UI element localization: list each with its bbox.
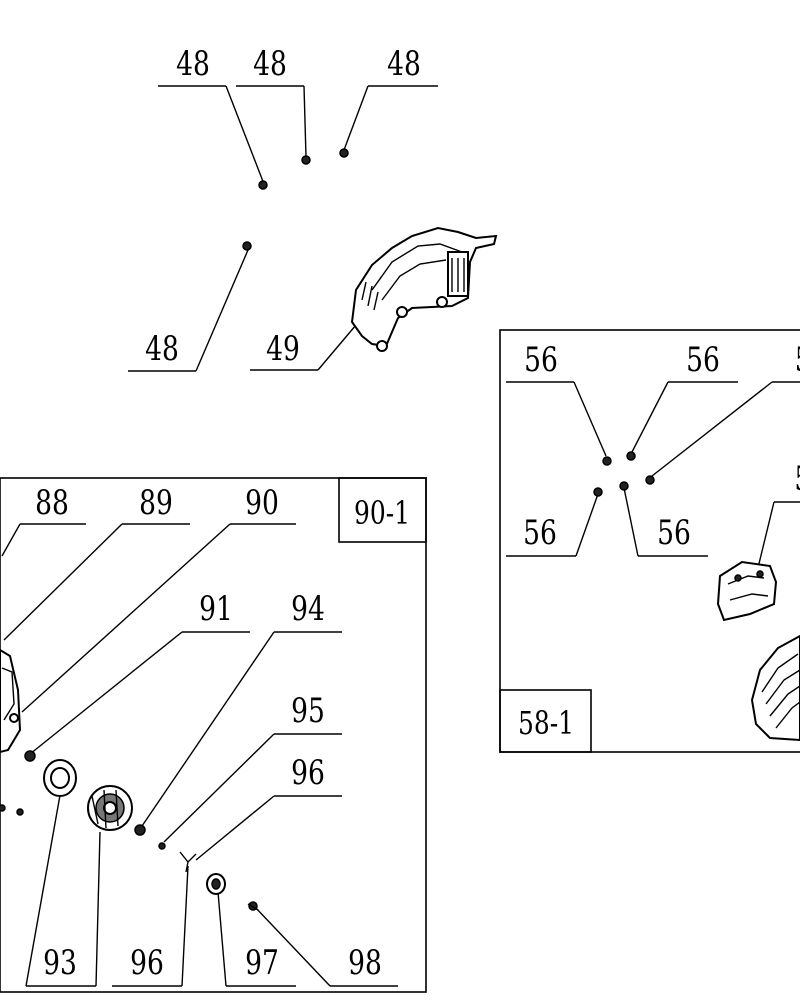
- box-title: 58-1: [518, 704, 574, 742]
- screw-icon: [258, 180, 268, 190]
- callout-56-e: 56: [623, 487, 708, 557]
- callout-89: 89: [3, 484, 190, 641]
- bearing-ring-icon: [43, 759, 77, 797]
- callout-48-c: 48: [343, 45, 438, 151]
- callout-label: 90: [245, 484, 279, 523]
- callout-48-b: 48: [236, 45, 307, 158]
- motor-housing-icon: [0, 648, 22, 754]
- nut-icon: [134, 824, 146, 836]
- screw-icon: [301, 155, 311, 165]
- callout-95: 95: [163, 692, 342, 843]
- callout-label: 48: [253, 45, 287, 84]
- bracket-housing-icon: [350, 226, 498, 352]
- callout-label: 98: [348, 944, 382, 983]
- callout-94: 94: [141, 590, 342, 827]
- screw-icon: [242, 241, 252, 251]
- callout-90: 90: [21, 484, 296, 713]
- callout-96-a: 96: [195, 754, 342, 861]
- screw-icon: [593, 487, 603, 497]
- screw-icon: [247, 901, 259, 911]
- callout-48-a: 48: [158, 45, 265, 185]
- callout-56-a: 56: [506, 341, 607, 457]
- callout-97: 97: [217, 891, 296, 987]
- callout-label: 48: [176, 45, 210, 84]
- housing-icon: [750, 634, 800, 742]
- callout-label: 95: [291, 692, 325, 731]
- callout-label: 5: [794, 460, 800, 499]
- callout-label: 88: [35, 484, 69, 523]
- callout-56-c: 56: [651, 341, 800, 477]
- screw-icon: [626, 451, 636, 461]
- callout-label: 56: [523, 514, 557, 553]
- box-title: 90-1: [354, 494, 410, 532]
- box-90-1: 90-1 88 89 90 91 94: [0, 477, 427, 993]
- callout-49: 49: [250, 324, 357, 371]
- spring-clip-icon: [179, 851, 197, 873]
- callout-label: 56: [686, 341, 720, 380]
- gear-icon: [87, 785, 133, 831]
- callout-96-b: 96: [112, 865, 189, 987]
- box-58-1: 58-1 56 56 56 56 56: [499, 329, 800, 753]
- screw-icon: [339, 148, 349, 158]
- callout-48-d: 48: [128, 249, 249, 372]
- top-parts-group: 48 48 48 48 49: [128, 45, 498, 372]
- callout-98: 98: [253, 905, 398, 987]
- callout-label: 94: [291, 590, 325, 629]
- screw-icon: [0, 804, 6, 812]
- callout-label: 48: [387, 45, 421, 84]
- callout-label: 89: [139, 484, 173, 523]
- callout-93: 93: [25, 783, 101, 987]
- washer-icon: [24, 750, 36, 762]
- screw-icon: [16, 808, 24, 816]
- callout-56-b: 56: [631, 341, 738, 453]
- callout-label: 91: [199, 590, 233, 629]
- bracket-plate-icon: [716, 560, 778, 622]
- callout-5-clipped: 5: [755, 460, 800, 577]
- callout-label: 56: [524, 341, 558, 380]
- callout-label: 96: [130, 944, 164, 983]
- callout-91: 91: [29, 590, 250, 755]
- callout-label: 56: [657, 514, 691, 553]
- callout-56-d: 56: [506, 493, 599, 557]
- pin-icon: [158, 842, 166, 850]
- screw-icon: [619, 481, 629, 491]
- screw-icon: [602, 456, 612, 466]
- screw-icon: [645, 475, 655, 485]
- callout-label: 49: [266, 330, 300, 369]
- callout-label: 97: [245, 944, 279, 983]
- callout-label: 56: [795, 341, 800, 380]
- bushing-icon: [206, 873, 226, 895]
- callout-label: 93: [43, 944, 77, 983]
- callout-label: 96: [291, 754, 325, 793]
- callout-label: 48: [145, 330, 179, 369]
- callout-88: 88: [1, 484, 86, 557]
